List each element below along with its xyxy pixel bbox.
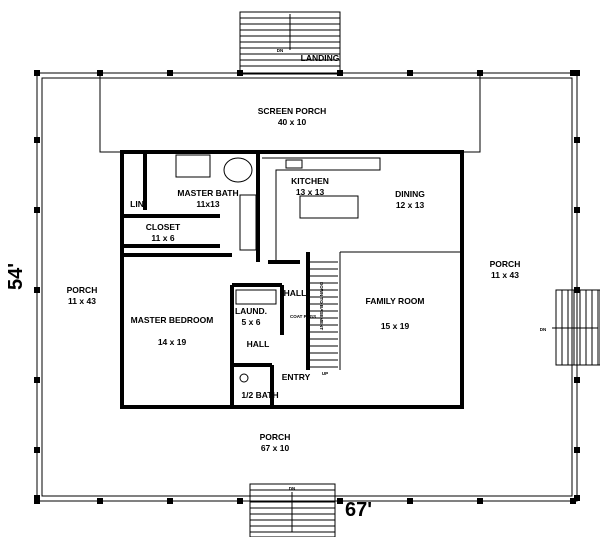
room-porch-left-size: 11 x 43 xyxy=(68,296,96,306)
porch-post xyxy=(574,447,580,453)
porch-post xyxy=(337,498,343,504)
porch-post xyxy=(574,70,580,76)
kitchen-counters xyxy=(262,157,381,262)
room-dining-name: DINING xyxy=(395,189,425,199)
porch-post xyxy=(237,498,243,504)
hall-label-lower: HALL xyxy=(247,339,270,349)
porch-post xyxy=(570,498,576,504)
porch-post xyxy=(34,207,40,213)
porch-post xyxy=(97,498,103,504)
porch-post xyxy=(34,495,40,501)
porch-post xyxy=(167,498,173,504)
porch-post xyxy=(574,207,580,213)
porch-post xyxy=(407,498,413,504)
room-kitchen-name: KITCHEN xyxy=(291,176,329,186)
porch-post xyxy=(574,137,580,143)
top-stair-dn-label: DN xyxy=(277,48,284,53)
room-dining-size: 12 x 13 xyxy=(396,200,425,210)
porch-post xyxy=(407,70,413,76)
porch-post xyxy=(574,377,580,383)
depth-dimension: 54' xyxy=(5,263,27,290)
landing-label: LANDING xyxy=(301,53,340,63)
room-master-bedroom-size: 14 x 19 xyxy=(158,337,187,347)
porch-post xyxy=(34,377,40,383)
interior-stair[interactable] xyxy=(310,261,338,368)
bottom-stair-dn-label: DN xyxy=(289,486,296,491)
width-dimension: 67' xyxy=(345,499,372,521)
room-half-bath-name: 1/2 BATH xyxy=(241,390,278,400)
porch-post xyxy=(570,70,576,76)
porch-post xyxy=(34,70,40,76)
porch-post xyxy=(34,447,40,453)
room-closet-name: CLOSET xyxy=(146,222,181,232)
basement-stair-label: DOWN TO BASEMENT xyxy=(319,282,324,330)
top-stairs[interactable] xyxy=(239,11,341,75)
linen-label: LIN xyxy=(130,199,144,209)
room-porch-right-name: PORCH xyxy=(490,259,521,269)
room-laundry-size: 5 x 6 xyxy=(242,317,261,327)
room-closet-size: 11 x 6 xyxy=(151,233,174,243)
porch-post xyxy=(34,287,40,293)
room-kitchen-size: 13 x 13 xyxy=(296,187,325,197)
room-screen-porch-size: 40 x 10 xyxy=(278,117,307,127)
bottom-stairs[interactable] xyxy=(249,483,336,537)
porch-post xyxy=(477,498,483,504)
room-porch-left-name: PORCH xyxy=(67,285,98,295)
room-laundry-name: LAUND. xyxy=(235,306,267,316)
room-master-bath-size: 11x13 xyxy=(196,199,219,209)
screen-porch-walls xyxy=(99,73,481,153)
room-porch-right-size: 11 x 43 xyxy=(491,270,519,280)
coat-pegs-label: COAT PEGS xyxy=(290,314,316,319)
hall-label-upper: HALL xyxy=(284,288,307,298)
right-stairs[interactable] xyxy=(552,289,600,366)
porch-post xyxy=(34,137,40,143)
room-porch-front-name: PORCH xyxy=(260,432,291,442)
room-master-bath-name: MASTER BATH xyxy=(177,188,238,198)
room-master-bedroom-name: MASTER BEDROOM xyxy=(131,315,214,325)
room-screen-porch-name: SCREEN PORCH xyxy=(258,106,326,116)
room-porch-front-size: 67 x 10 xyxy=(261,443,290,453)
room-family-room-name: FAMILY ROOM xyxy=(365,296,424,306)
house-walls xyxy=(120,150,464,409)
porch-post xyxy=(574,495,580,501)
room-family-room-size: 15 x 19 xyxy=(381,321,410,331)
entry-label: ENTRY xyxy=(282,372,311,382)
stair-up-label: UP xyxy=(322,371,328,376)
bath-fixtures xyxy=(175,154,277,383)
porch-post xyxy=(167,70,173,76)
right-stair-dn-label: DN xyxy=(540,327,547,332)
